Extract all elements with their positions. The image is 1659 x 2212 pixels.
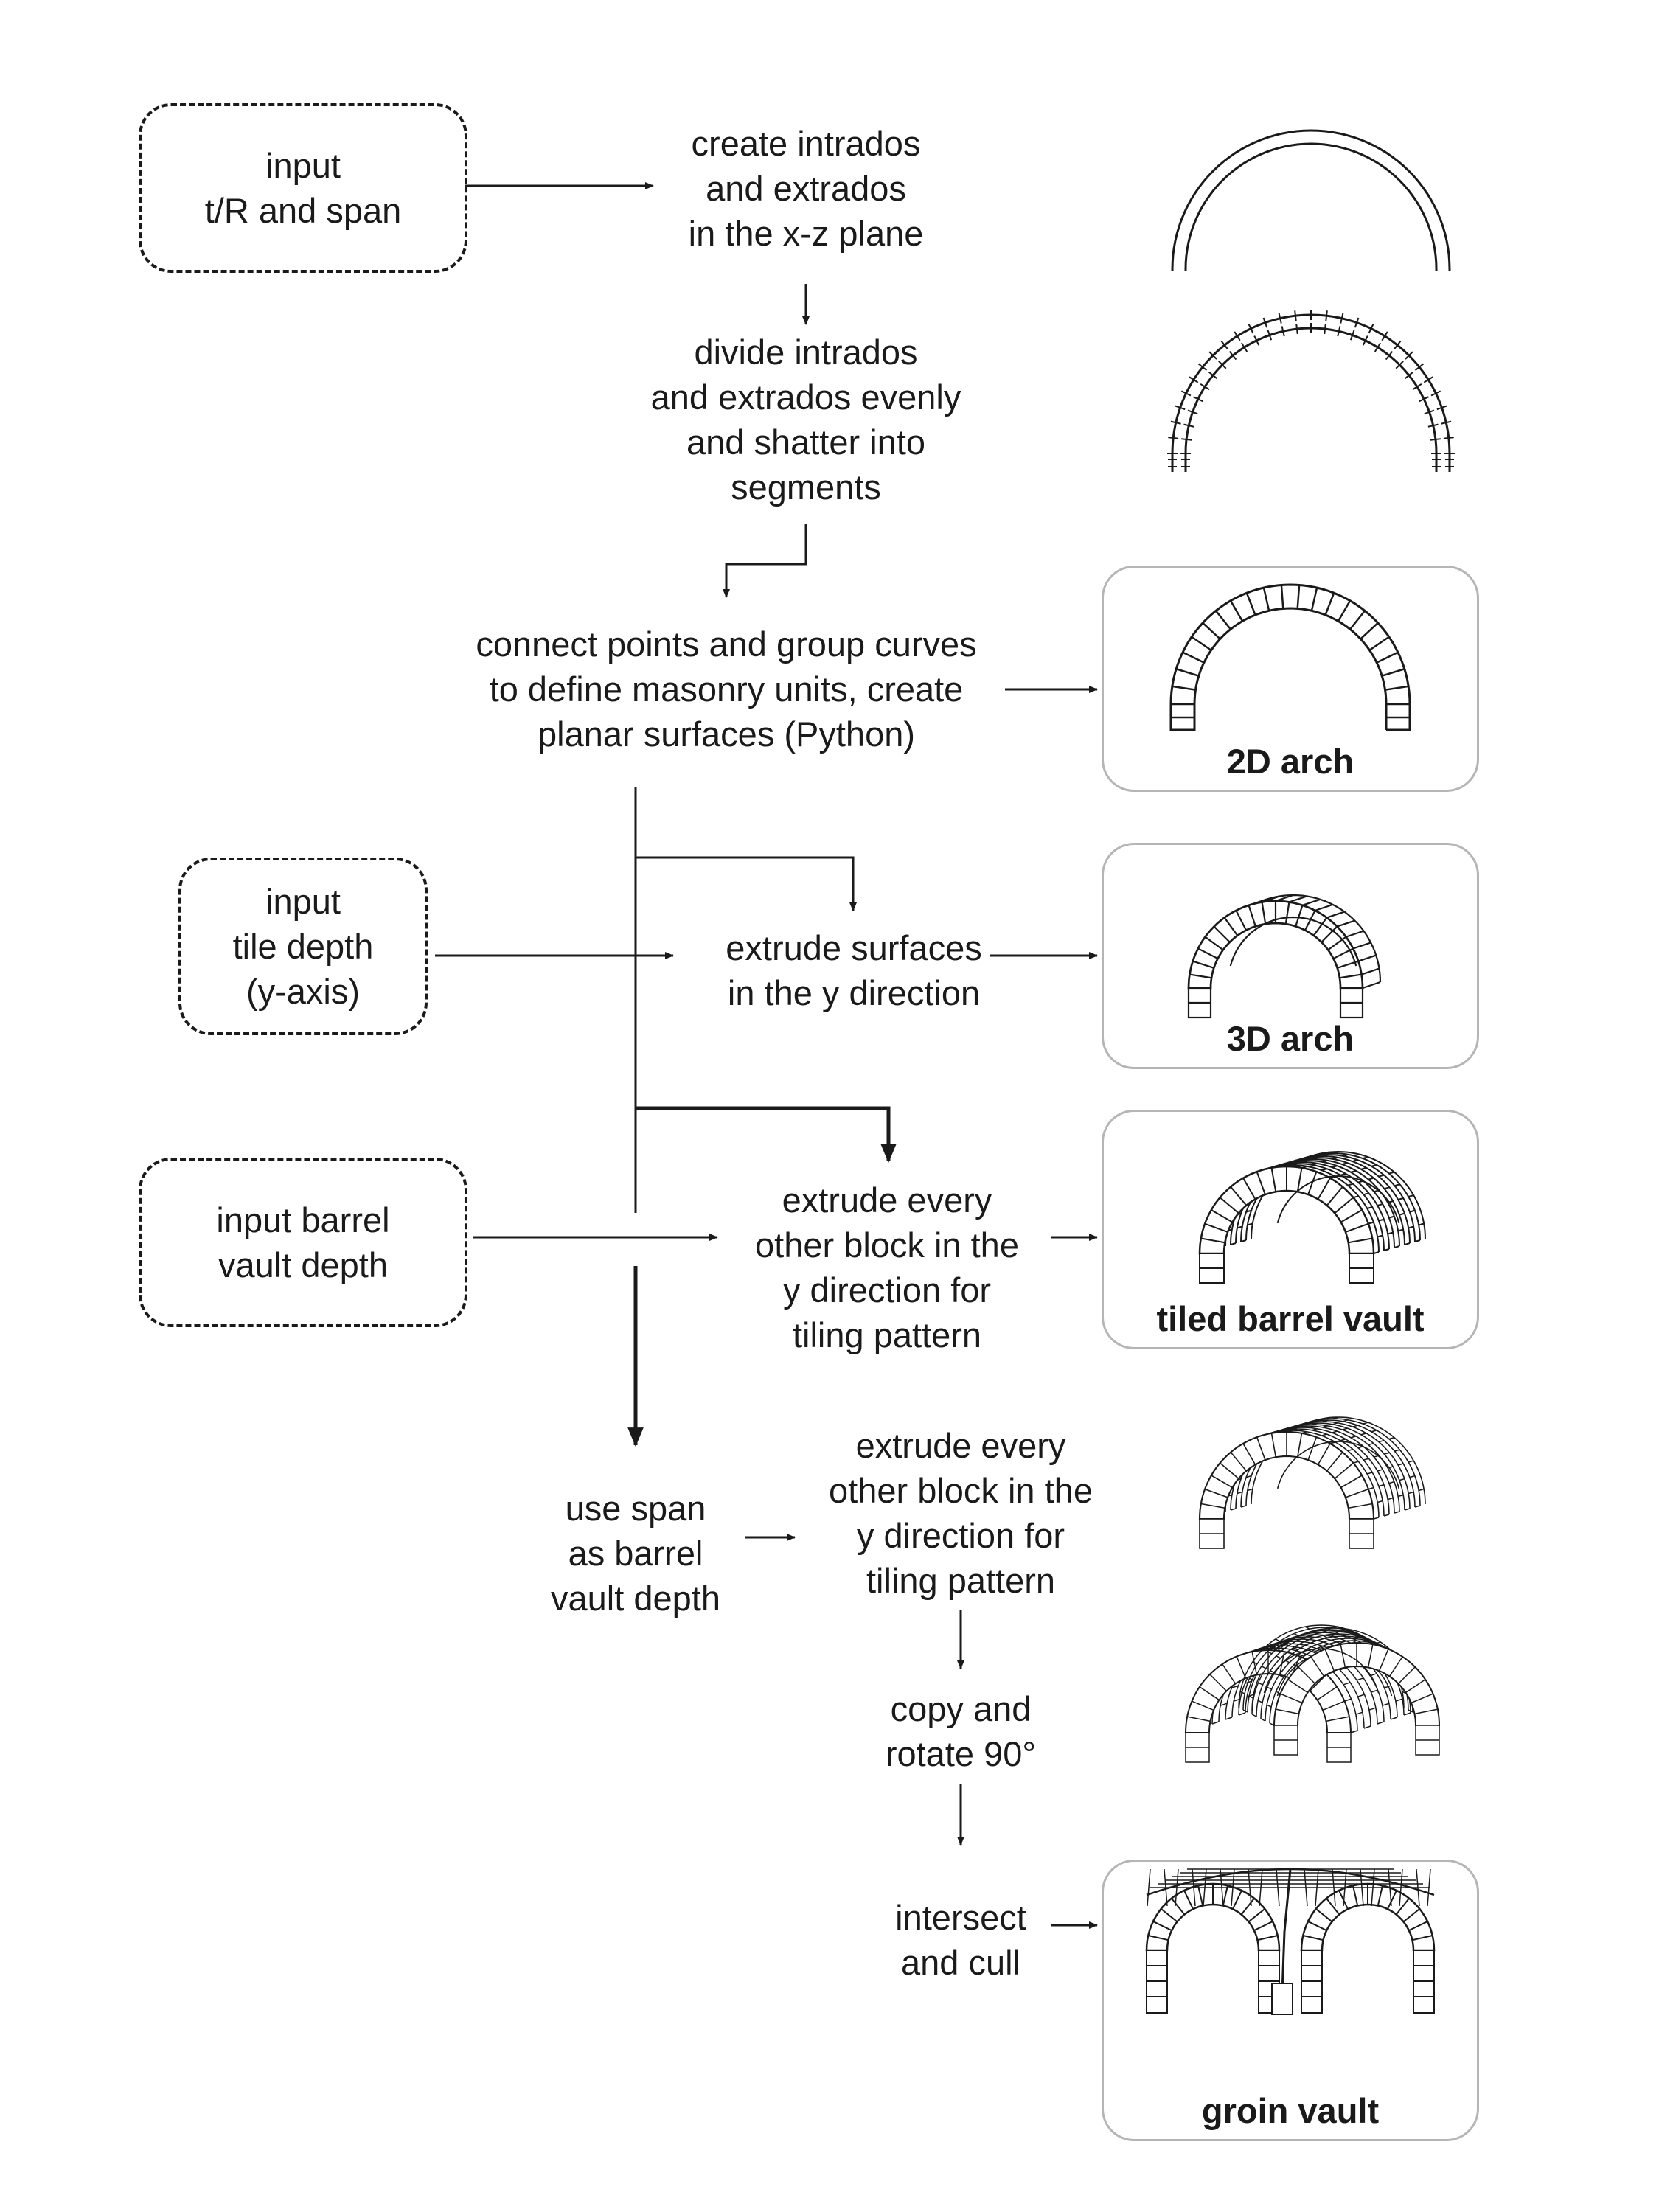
result-3d-arch-label: 3D arch: [1226, 1019, 1354, 1058]
step-connect-line: to define masonry units, create: [489, 669, 964, 709]
step-extrude-tiling-line: tiling pattern: [792, 1315, 982, 1354]
step-use-span: use span as barrel vault depth: [510, 1486, 761, 1621]
step-create-curves-line: create intrados: [691, 124, 921, 163]
groin-vault-icon: [1145, 1868, 1436, 2015]
input-tile-depth-line-2: tile depth: [232, 927, 374, 966]
step-copy-rotate: copy and rotate 90°: [832, 1686, 1090, 1776]
result-groin-vault-label: groin vault: [1201, 2091, 1380, 2130]
step-create-curves-line: in the x-z plane: [688, 214, 924, 253]
step-extrude-tiling-line: extrude every: [782, 1180, 992, 1220]
input-tr-span-line-2: t/R and span: [204, 191, 402, 230]
step-divide-line: and shatter into: [686, 422, 925, 462]
step-create-curves: create intrados and extrados in the x-z …: [622, 121, 990, 256]
step-copy-rotate-line: copy and: [890, 1689, 1032, 1728]
arrow-branch-to-tiling: [636, 1106, 897, 1164]
step-connect-line: connect points and group curves: [476, 625, 977, 664]
crossed-barrel-vaults-icon: [1184, 1624, 1441, 1763]
result-tiled-barrel-label: tiled barrel vault: [1156, 1299, 1425, 1338]
input-barrel-depth-line-2: vault depth: [218, 1245, 388, 1284]
input-barrel-depth-line-1: input barrel: [216, 1200, 390, 1239]
step-extrude-tiling-line: other block in the: [755, 1225, 1019, 1265]
step-create-curves-line: and extrados: [706, 169, 906, 208]
step-use-span-line: as barrel: [568, 1534, 703, 1573]
result-2d-arch-label: 2D arch: [1226, 742, 1354, 781]
step-extrude-tiling-2-line: extrude every: [855, 1426, 1066, 1465]
step-connect-line: planar surfaces (Python): [537, 714, 916, 754]
step-extrude-tiling-line: y direction for: [782, 1270, 992, 1310]
tiled-barrel-vault-icon: [1198, 1150, 1426, 1284]
step-use-span-line: vault depth: [551, 1579, 720, 1618]
tiled-barrel-vault-step-icon: [1198, 1416, 1426, 1549]
step-extrude-tiling-2-line: y direction for: [856, 1516, 1065, 1555]
input-tr-span-line-1: input: [265, 146, 341, 185]
semicircle-curves-icon: [1171, 129, 1451, 271]
input-tile-depth-line-3: (y-axis): [246, 972, 361, 1011]
step-divide-line: divide intrados: [694, 333, 918, 372]
step-extrude-tiling: extrude every other block in the y direc…: [706, 1178, 1068, 1357]
step-divide: divide intrados and extrados evenly and …: [599, 330, 1012, 509]
result-groin-vault-box: groin vault: [1102, 1860, 1479, 2141]
step-divide-line: and extrados evenly: [650, 378, 961, 417]
result-3d-arch-box: 3D arch: [1102, 843, 1479, 1069]
step-intersect-line: intersect: [895, 1898, 1026, 1937]
input-tile-depth-box: input tile depth (y-axis): [178, 858, 428, 1035]
result-2d-arch-box: 2D arch: [1102, 566, 1479, 792]
result-tiled-barrel-box: tiled barrel vault: [1102, 1110, 1479, 1349]
step-extrude-tiling-2-line: tiling pattern: [866, 1561, 1056, 1600]
step-extrude-y-line: extrude surfaces: [726, 928, 982, 967]
step-copy-rotate-line: rotate 90°: [885, 1734, 1037, 1773]
arch-3d-icon: [1187, 894, 1382, 1019]
input-tr-span-box: input t/R and span: [139, 103, 467, 273]
arrow-branch-to-extrude: [636, 856, 857, 911]
step-divide-line: segments: [731, 467, 881, 507]
step-extrude-y-line: in the y direction: [727, 973, 981, 1012]
step-use-span-line: use span: [565, 1489, 706, 1528]
step-connect: connect points and group curves to defin…: [428, 622, 1025, 757]
step-extrude-tiling-2: extrude every other block in the y direc…: [780, 1423, 1141, 1603]
input-tile-depth-line-1: input: [265, 882, 341, 921]
step-intersect: intersect and cull: [832, 1895, 1090, 1985]
input-barrel-depth-box: input barrel vault depth: [139, 1158, 467, 1327]
arch-2d-icon: [1169, 583, 1411, 731]
step-intersect-line: and cull: [901, 1943, 1020, 1982]
step-extrude-tiling-2-line: other block in the: [829, 1471, 1093, 1510]
step-extrude-y: extrude surfaces in the y direction: [673, 925, 1034, 1015]
divided-curves-icon: [1167, 310, 1455, 472]
arrow-divide-to-connect: [723, 524, 807, 598]
